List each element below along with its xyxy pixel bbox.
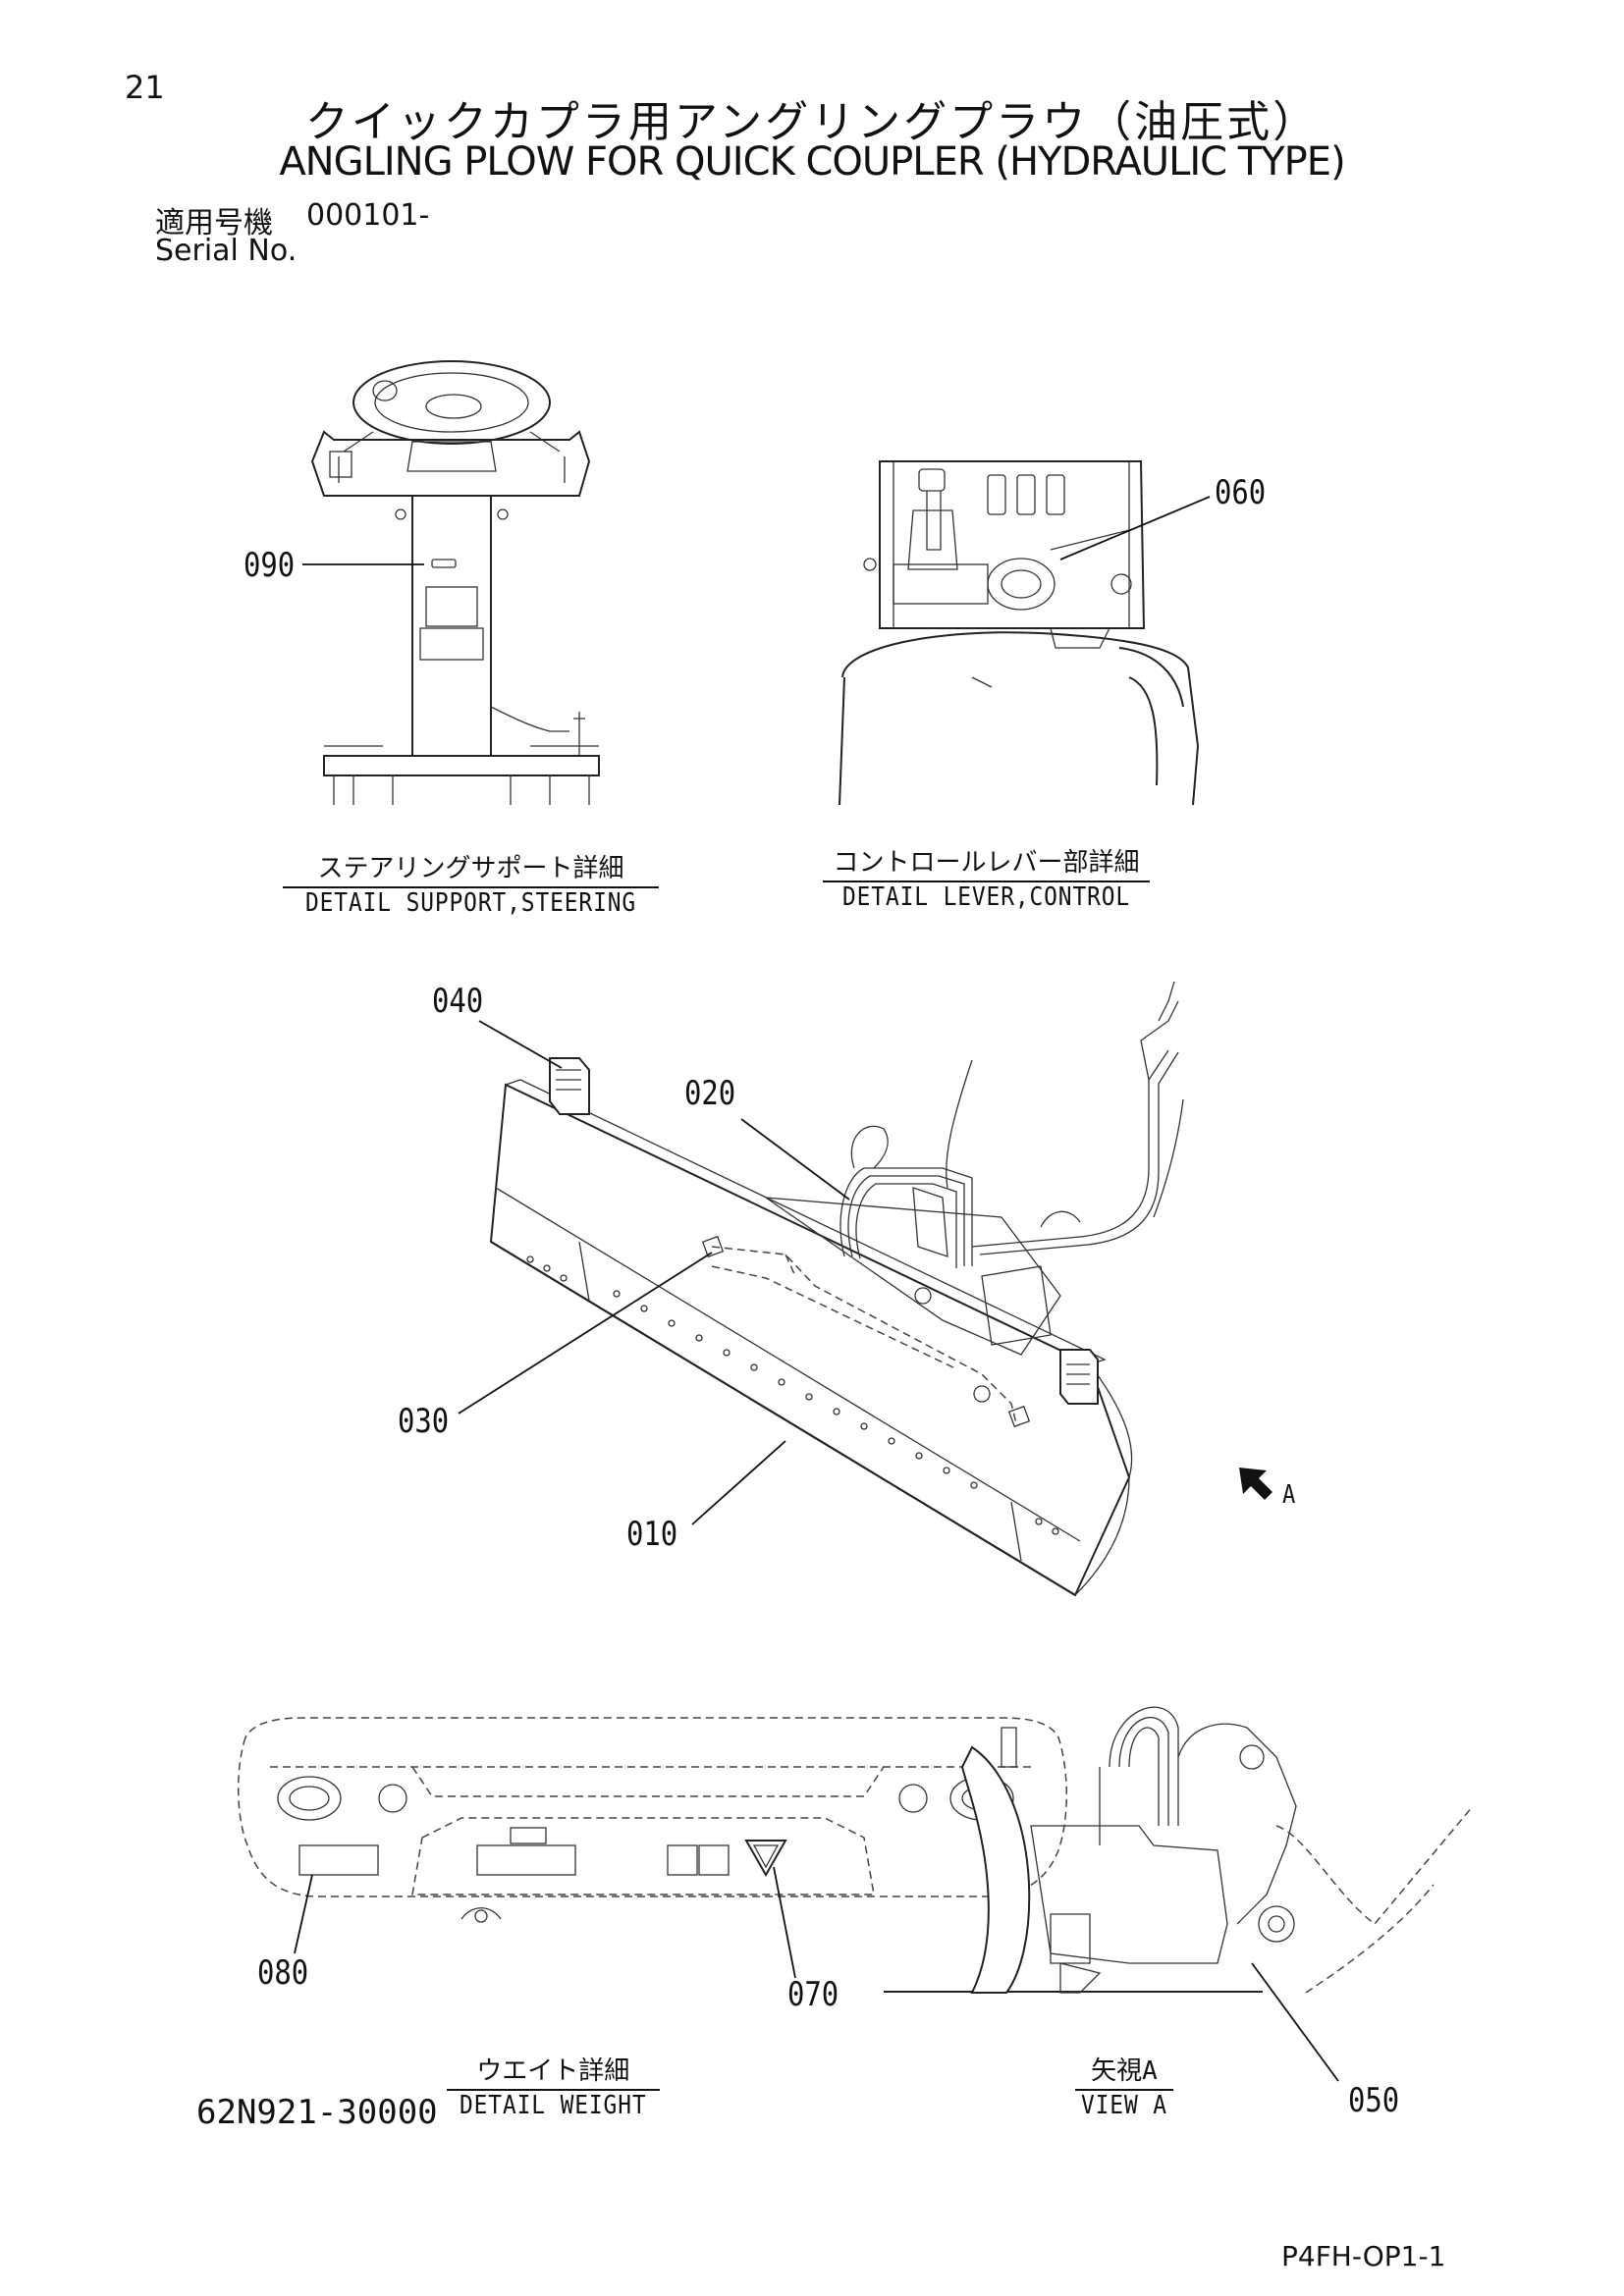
caption-view-a: 矢視A VIEW A	[1075, 2051, 1173, 2120]
page-code: P4FH-OP1-1	[1281, 2240, 1446, 2272]
drawing-number: 62N921-30000	[196, 2093, 438, 2132]
callout-080: 080	[257, 1953, 309, 1993]
steering-support-drawing	[310, 360, 600, 805]
page-title-en: ANGLING PLOW FOR QUICK COUPLER (HYDRAULI…	[279, 139, 1345, 185]
caption-lever: コントロールレバー部詳細 DETAIL LEVER,CONTROL	[823, 842, 1151, 912]
callout-010: 010	[626, 1515, 678, 1554]
caption-view-a-jp: 矢視A	[1075, 2051, 1173, 2091]
callout-040: 040	[432, 982, 484, 1021]
caption-lever-en: DETAIL LEVER,CONTROL	[841, 882, 1131, 912]
serial-value: 000101-	[306, 198, 430, 233]
page-title-jp: クイックカプラ用アングリングプラウ（油圧式）	[304, 97, 1320, 147]
caption-steering-jp: ステアリングサポート詳細	[283, 848, 660, 888]
serial-label-jp: 適用号機	[155, 206, 273, 240]
caption-steering-en: DETAIL SUPPORT,STEERING	[304, 888, 637, 918]
callout-070: 070	[787, 1975, 839, 2014]
caption-lever-jp: コントロールレバー部詳細	[823, 842, 1151, 882]
caption-view-a-en: VIEW A	[1080, 2091, 1167, 2120]
control-lever-drawing	[839, 460, 1200, 806]
leader-lines	[294, 496, 1339, 2082]
angling-plow-drawing	[489, 981, 1184, 1597]
view-a-drawing	[884, 1706, 1474, 1994]
weight-detail-drawing	[237, 1717, 1067, 1923]
callout-020: 020	[684, 1074, 736, 1113]
caption-steering: ステアリングサポート詳細 DETAIL SUPPORT,STEERING	[283, 848, 660, 918]
callout-060: 060	[1215, 473, 1267, 512]
page-number: 21	[125, 69, 165, 106]
caption-weight-en: DETAIL WEIGHT	[459, 2091, 647, 2120]
serial-label-en: Serial No.	[155, 234, 298, 268]
view-a-arrow-icon	[1239, 1468, 1272, 1500]
view-a-arrow-label: A	[1282, 1480, 1296, 1510]
callout-050: 050	[1348, 2081, 1400, 2120]
callout-030: 030	[398, 1402, 450, 1441]
caption-weight-jp: ウエイト詳細	[447, 2051, 660, 2091]
caption-weight: ウエイト詳細 DETAIL WEIGHT	[447, 2051, 660, 2120]
callout-090: 090	[244, 546, 296, 585]
